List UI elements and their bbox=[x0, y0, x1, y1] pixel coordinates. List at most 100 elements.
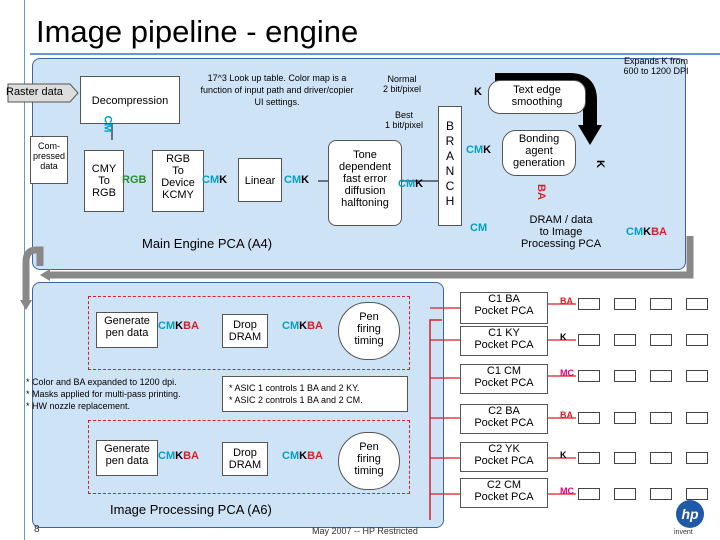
pocket-tag: K bbox=[560, 332, 567, 342]
ba-text: BA bbox=[651, 226, 667, 238]
cmkba-4: CMKBA bbox=[282, 450, 323, 462]
cmkba-label-right: CMKBA bbox=[626, 226, 667, 238]
pocket-tag: MC bbox=[560, 486, 574, 496]
cmy-to-rgb-box: CMY To RGB bbox=[84, 150, 124, 212]
hp-logo: hp bbox=[676, 500, 704, 528]
ba-text: BA bbox=[307, 320, 323, 332]
branch-letter: R bbox=[445, 134, 455, 148]
raster-data-label: Raster data bbox=[6, 86, 63, 98]
raster-arrow bbox=[7, 83, 79, 103]
cmk-label-2: CMK bbox=[284, 174, 309, 186]
pocket-box: C2 BA Pocket PCA bbox=[460, 404, 548, 434]
pocket-tag: BA bbox=[560, 296, 573, 306]
cm-text: CM bbox=[466, 144, 484, 156]
cm-text: CM bbox=[284, 174, 302, 186]
ba-text: BA bbox=[183, 450, 199, 462]
pocket-box: C2 YK Pocket PCA bbox=[460, 442, 548, 472]
cm-text: CM bbox=[158, 320, 176, 332]
compressed-data-box: Com- pressed data bbox=[30, 136, 68, 184]
branch-letter: C bbox=[445, 179, 455, 193]
tone-box: Tone dependent fast error diffusion half… bbox=[328, 140, 402, 226]
cm-text: CM bbox=[626, 226, 644, 238]
cmk-label-3: CMK bbox=[398, 178, 423, 190]
k-vertical: K bbox=[593, 160, 606, 168]
main-engine-label: Main Engine PCA (A4) bbox=[142, 236, 273, 251]
generate-pen-box-2: Generate pen data bbox=[96, 440, 158, 476]
loop-arrow bbox=[22, 246, 44, 300]
k-text: K bbox=[415, 178, 424, 190]
bonding-box: Bonding agent generation bbox=[502, 130, 576, 176]
k-text: K bbox=[299, 320, 308, 332]
cm-vertical-label: CM bbox=[102, 115, 114, 132]
pocket-box: C1 CM Pocket PCA bbox=[460, 364, 548, 394]
generate-pen-box-1: Generate pen data bbox=[96, 312, 158, 348]
note-line: * Masks applied for multi-pass printing. bbox=[26, 389, 181, 399]
cm-label-dram: CM bbox=[470, 222, 487, 234]
label-c: CM bbox=[101, 115, 114, 133]
drop-dram-box-1: Drop DRAM bbox=[222, 314, 268, 348]
pen-firing-box-1: Pen firing timing bbox=[338, 302, 400, 360]
k-text: K bbox=[299, 450, 308, 462]
cm-text: CM bbox=[398, 178, 416, 190]
text-edge-box: Text edge smoothing bbox=[488, 80, 586, 114]
top-loop-arrow bbox=[50, 236, 694, 279]
ba-text: BA bbox=[183, 320, 199, 332]
expands-k-note: Expands K from 600 to 1200 DPI bbox=[623, 56, 689, 76]
branch-letter: B bbox=[445, 119, 454, 133]
k-text: K bbox=[483, 144, 492, 156]
ba-vertical: BA bbox=[535, 184, 547, 200]
footer-text: May 2007 -- HP Restricted bbox=[312, 526, 418, 536]
pocket-tag: BA bbox=[560, 410, 573, 420]
asic2-group bbox=[88, 420, 410, 494]
cmkba-2: CMKBA bbox=[282, 320, 323, 332]
k-text: K bbox=[643, 226, 652, 238]
branch-box: B R A N C H bbox=[438, 106, 462, 226]
asic1-group bbox=[88, 296, 410, 370]
k-text: K bbox=[219, 174, 228, 186]
linear-box: Linear bbox=[238, 158, 282, 202]
cm-text: CM bbox=[282, 320, 300, 332]
page-title: Image pipeline - engine bbox=[36, 14, 359, 49]
k-text: K bbox=[175, 450, 184, 462]
note-line: * ASIC 2 controls 1 BA and 2 CM. bbox=[229, 395, 363, 405]
note-line: * Color and BA expanded to 1200 dpi. bbox=[26, 377, 177, 387]
branch-letter: H bbox=[445, 194, 455, 208]
note-line: * ASIC 1 controls 1 BA and 2 KY. bbox=[229, 383, 360, 393]
cm-text: CM bbox=[282, 450, 300, 462]
dram-box-label: DRAM / data to Image Processing PCA bbox=[520, 214, 602, 250]
note-line: * HW nozzle replacement. bbox=[26, 401, 131, 411]
title-divider bbox=[30, 53, 720, 55]
k-text: K bbox=[175, 320, 184, 332]
cm-text: CM bbox=[470, 222, 488, 234]
cmkba-3: CMKBA bbox=[158, 450, 199, 462]
image-processing-label: Image Processing PCA (A6) bbox=[110, 502, 272, 517]
drop-dram-box-2: Drop DRAM bbox=[222, 442, 268, 476]
cmk-label-1: CMK bbox=[202, 174, 227, 186]
decompression-box: Decompression bbox=[80, 76, 180, 124]
cmk-label-4: CMK bbox=[466, 144, 491, 156]
notes-left: * Color and BA expanded to 1200 dpi. * M… bbox=[26, 376, 206, 412]
notes-right: * ASIC 1 controls 1 BA and 2 KY. * ASIC … bbox=[222, 376, 408, 412]
k-text: K bbox=[301, 174, 310, 186]
ba-text: BA bbox=[307, 450, 323, 462]
cmkba-1: CMKBA bbox=[158, 320, 199, 332]
branch-letter: N bbox=[445, 164, 455, 178]
pocket-tag: K bbox=[560, 450, 567, 460]
branch-letter: A bbox=[445, 149, 454, 163]
pocket-box: C2 CM Pocket PCA bbox=[460, 478, 548, 508]
cm-text: CM bbox=[202, 174, 220, 186]
cm-text: CM bbox=[158, 450, 176, 462]
normal-note: Normal 2 bit/pixel bbox=[382, 74, 422, 94]
logo-caption: invent bbox=[674, 529, 693, 536]
best-note: Best 1 bit/pixel bbox=[384, 110, 424, 130]
rgb-label: RGB bbox=[122, 174, 147, 186]
ba-text: BA bbox=[534, 184, 547, 200]
rgb-to-device-box: RGB To Device KCMY bbox=[152, 150, 204, 212]
k-label-top: K bbox=[474, 86, 482, 98]
lookup-table-note: 17^3 Look up table. Color map is a funct… bbox=[200, 73, 354, 107]
pocket-box: C1 BA Pocket PCA bbox=[460, 292, 548, 324]
pocket-tag: MC bbox=[560, 368, 574, 378]
pen-firing-box-2: Pen firing timing bbox=[338, 432, 400, 490]
page-number: 8 bbox=[34, 524, 40, 535]
pocket-box: C1 KY Pocket PCA bbox=[460, 326, 548, 356]
